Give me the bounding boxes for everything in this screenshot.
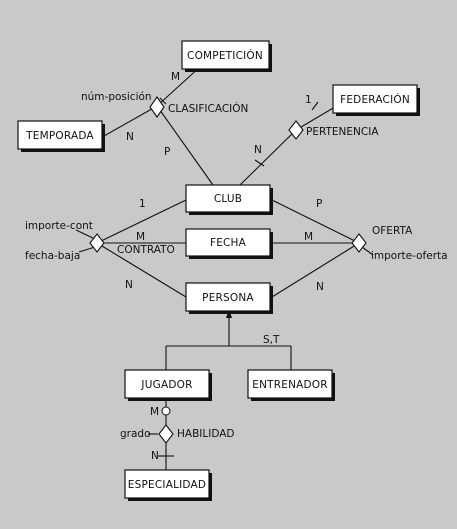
entity-competicion: COMPETICIÓN: [181, 40, 272, 72]
relationship-contrato-label: CONTRATO: [117, 244, 175, 256]
cardinality-clasif-competicion: M: [171, 71, 180, 83]
entity-club-label: CLUB: [214, 193, 242, 205]
attribute-importe-cont: importe-cont: [25, 220, 93, 232]
entity-jugador: JUGADOR: [124, 369, 212, 401]
entity-federacion-label: FEDERACIÓN: [340, 93, 410, 106]
entity-temporada: TEMPORADA: [17, 120, 105, 152]
entity-entrenador: ENTRENADOR: [247, 369, 335, 401]
cardinality-pert-club: N: [254, 144, 262, 156]
cardinality-contrato-persona: N: [125, 279, 133, 291]
relationship-oferta-label: OFERTA: [372, 225, 413, 237]
entity-club: CLUB: [185, 184, 273, 215]
generalization-label: S,T: [263, 334, 280, 346]
cardinality-oferta-club: P: [316, 198, 322, 210]
cardinality-oferta-fecha: M: [304, 231, 313, 243]
attribute-fecha-baja: fecha-baja: [25, 250, 80, 262]
optional-circle: [161, 406, 171, 416]
entity-temporada-label: TEMPORADA: [25, 130, 94, 142]
cardinality-contrato-fecha: M: [136, 231, 145, 243]
attribute-grado: grado: [120, 428, 151, 440]
relationship-contrato-diamond: [89, 233, 105, 253]
cardinality-hab-jugador: M: [150, 406, 159, 418]
cardinality-pert-federacion: 1: [305, 94, 312, 106]
entity-fecha: FECHA: [185, 228, 273, 259]
cardinality-contrato-club: 1: [139, 198, 146, 210]
entity-especialidad: ESPECIALIDAD: [124, 469, 212, 501]
entity-entrenador-label: ENTRENADOR: [252, 379, 328, 391]
entity-jugador-label: JUGADOR: [140, 379, 192, 391]
relationship-pertenencia-diamond: [288, 120, 304, 140]
connection-lines: [75, 55, 374, 470]
cardinality-clasif-temporada: N: [126, 131, 134, 143]
relationship-clasificacion-diamond: [149, 96, 165, 118]
relationship-oferta-diamond: [351, 233, 367, 253]
relationship-habilidad-diamond: [158, 424, 174, 444]
relationship-pertenencia-label: PERTENENCIA: [306, 126, 379, 138]
attribute-num-posicion: núm-posición: [81, 91, 152, 103]
cardinality-oferta-persona: N: [316, 281, 324, 293]
relationship-habilidad-label: HABILIDAD: [177, 428, 235, 440]
entity-federacion: FEDERACIÓN: [332, 84, 420, 116]
cardinality-clasif-club: P: [164, 146, 170, 158]
entity-fecha-label: FECHA: [210, 237, 247, 249]
entity-competicion-label: COMPETICIÓN: [187, 49, 263, 62]
entity-persona: PERSONA: [185, 282, 273, 314]
entity-especialidad-label: ESPECIALIDAD: [128, 479, 206, 491]
attribute-importe-oferta: importe-oferta: [371, 250, 448, 262]
entity-persona-label: PERSONA: [202, 292, 254, 304]
cardinality-hab-especialidad: N: [151, 450, 159, 462]
relationship-clasificacion-label: CLASIFICACIÓN: [168, 102, 248, 115]
